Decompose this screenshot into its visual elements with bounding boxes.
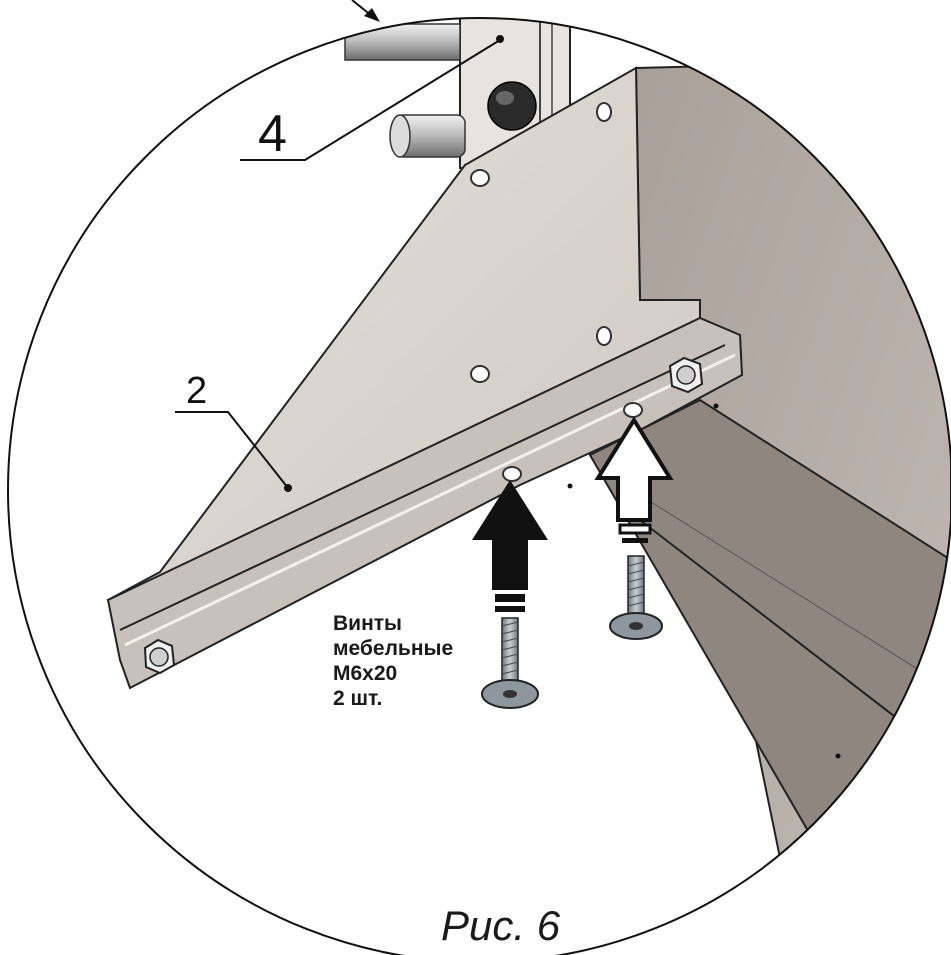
detail-circle [7, 17, 951, 955]
leader-line-2 [175, 411, 289, 489]
knob [487, 81, 537, 131]
rod-top [344, 23, 461, 61]
screw-note-line-1: Винты [333, 612, 402, 635]
screw-note: Винты мебельные М6х20 2 шт. [333, 611, 453, 711]
callout-number-4: 4 [258, 105, 287, 163]
figure-caption: Рис. 6 [441, 902, 561, 949]
plate-holes [470, 102, 612, 383]
screw-left [481, 617, 539, 709]
screw-note-line-3: М6х20 [333, 662, 398, 685]
nut-left [143, 638, 176, 675]
nut-right [668, 356, 704, 394]
view-arrow-head [364, 8, 380, 22]
magnified-view [106, 18, 951, 955]
arrow-right [594, 416, 674, 543]
screw-right [609, 555, 663, 640]
screw-note-line-2: мебельные [333, 637, 454, 660]
callout-number-2: 2 [186, 370, 208, 412]
leader-line-4 [240, 39, 501, 161]
screw-note-line-4: 2 шт. [333, 687, 383, 710]
arrow-left [472, 480, 548, 612]
